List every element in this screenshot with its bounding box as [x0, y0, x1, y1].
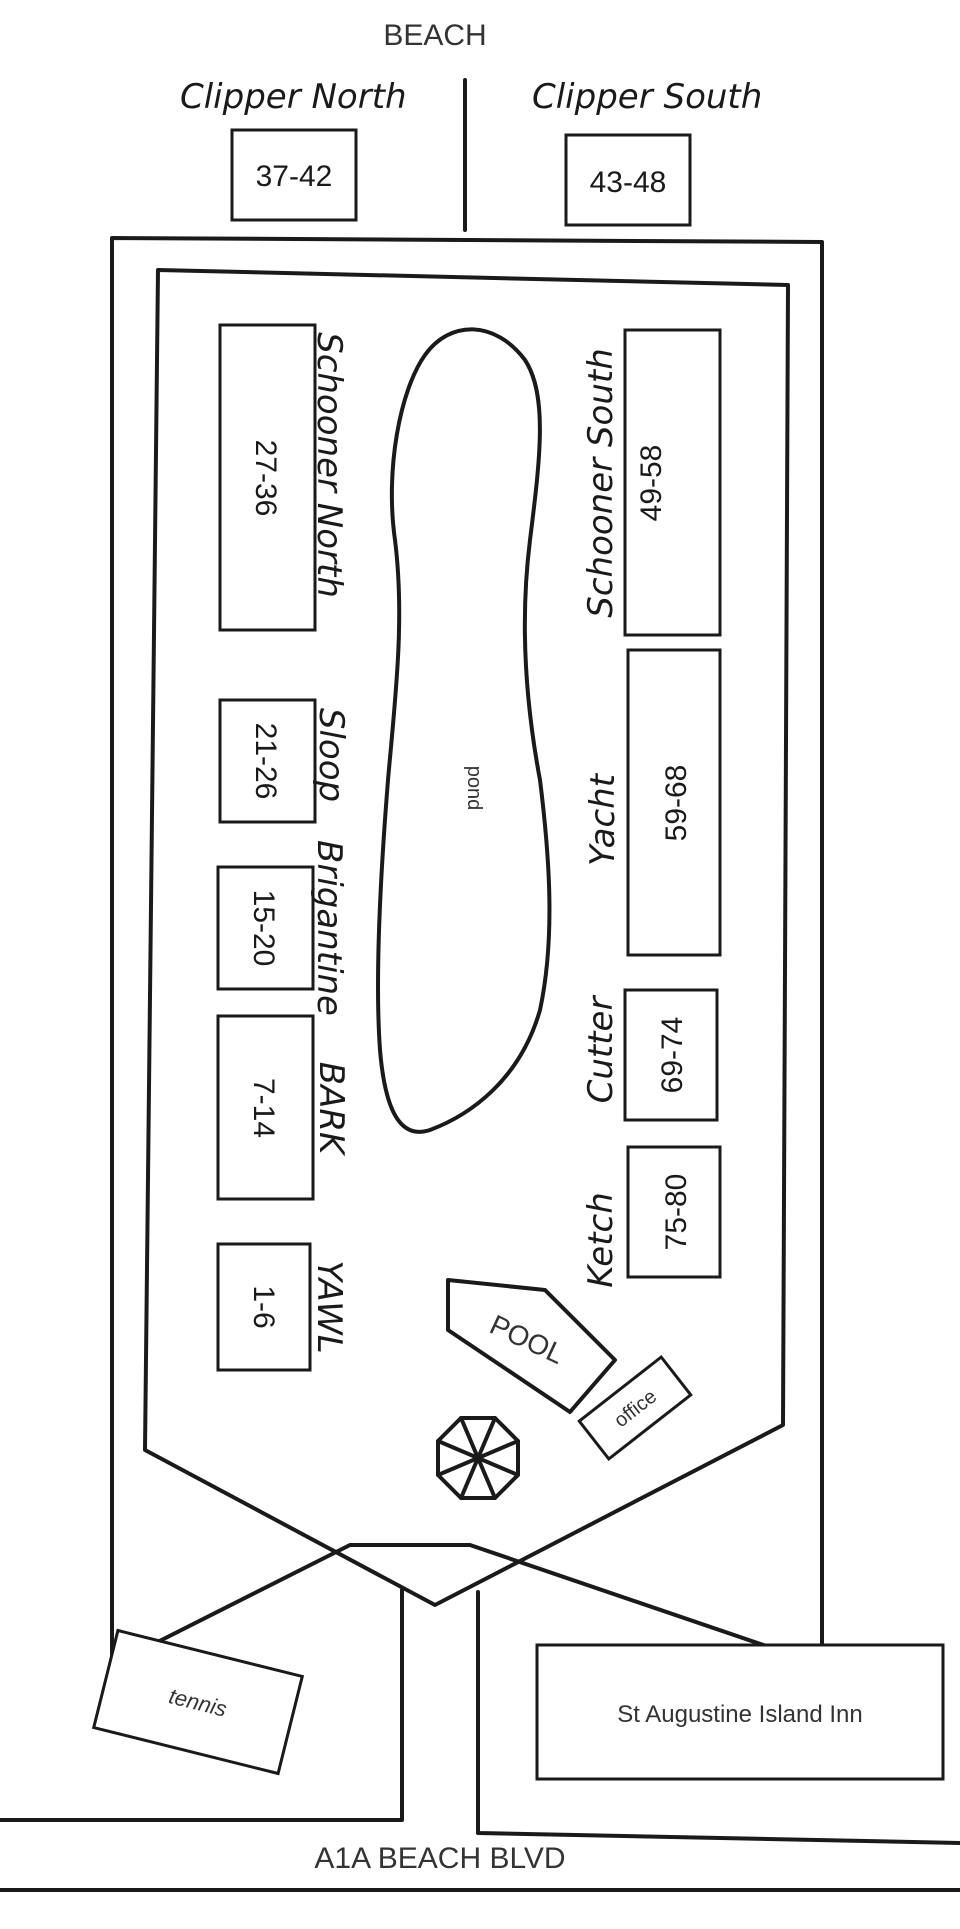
yawl-building [216, 1242, 312, 1372]
schooner-north-building [218, 323, 317, 632]
clipper-north-label: Clipper North [180, 77, 407, 117]
schooner-south-building [623, 328, 722, 637]
lower-left-road-edge [0, 1588, 404, 1822]
yacht-building [626, 648, 722, 957]
gazebo-icon [436, 1416, 520, 1500]
ketch-building [626, 1145, 722, 1279]
ketch-units: 75-80 [660, 1174, 693, 1251]
brigantine-label: Brigantine [309, 840, 349, 1016]
ketch-label: Ketch [581, 1192, 621, 1288]
clipper-north-units: 37-42 [256, 160, 333, 193]
inn-label: St Augustine Island Inn [617, 1701, 863, 1728]
yawl-units: 1-6 [247, 1285, 280, 1328]
tennis-court [91, 1628, 305, 1776]
yacht-label: Yacht [583, 772, 623, 866]
pool [446, 1278, 617, 1414]
sloop-label: Sloop [311, 708, 351, 802]
brigantine-building [216, 865, 315, 991]
pond-label: pond [463, 766, 485, 811]
cutter-label: Cutter [581, 995, 621, 1104]
clipper-south-building [564, 133, 692, 227]
yawl-label: YAWL [309, 1260, 349, 1353]
clipper-north-building [230, 128, 358, 222]
cutter-building [623, 988, 719, 1122]
inn-building [535, 1643, 945, 1781]
schooner-south-label: Schooner South [581, 348, 621, 618]
schooner-north-units: 27-36 [249, 440, 282, 517]
bark-units: 7-14 [247, 1078, 280, 1138]
inner-lot-boundary [143, 268, 790, 1607]
pool-label: POOL [485, 1309, 569, 1370]
beach-label: BEACH [383, 19, 486, 52]
cutter-units: 69-74 [656, 1017, 689, 1094]
clipper-south-label: Clipper South [532, 77, 762, 117]
schooner-south-units: 49-58 [635, 445, 668, 522]
clipper-south-units: 43-48 [590, 166, 667, 199]
lower-right-road-edge [476, 1590, 960, 1845]
pond [376, 327, 552, 1134]
bark-building [216, 1014, 315, 1201]
bark-label: BARK [311, 1062, 351, 1157]
yacht-units: 59-68 [660, 765, 693, 842]
office-building [577, 1354, 693, 1462]
road-label: A1A BEACH BLVD [314, 1842, 565, 1875]
brigantine-units: 15-20 [247, 890, 280, 967]
schooner-north-label: Schooner North [309, 332, 349, 598]
sloop-units: 21-26 [249, 723, 282, 800]
sloop-building [218, 698, 317, 824]
